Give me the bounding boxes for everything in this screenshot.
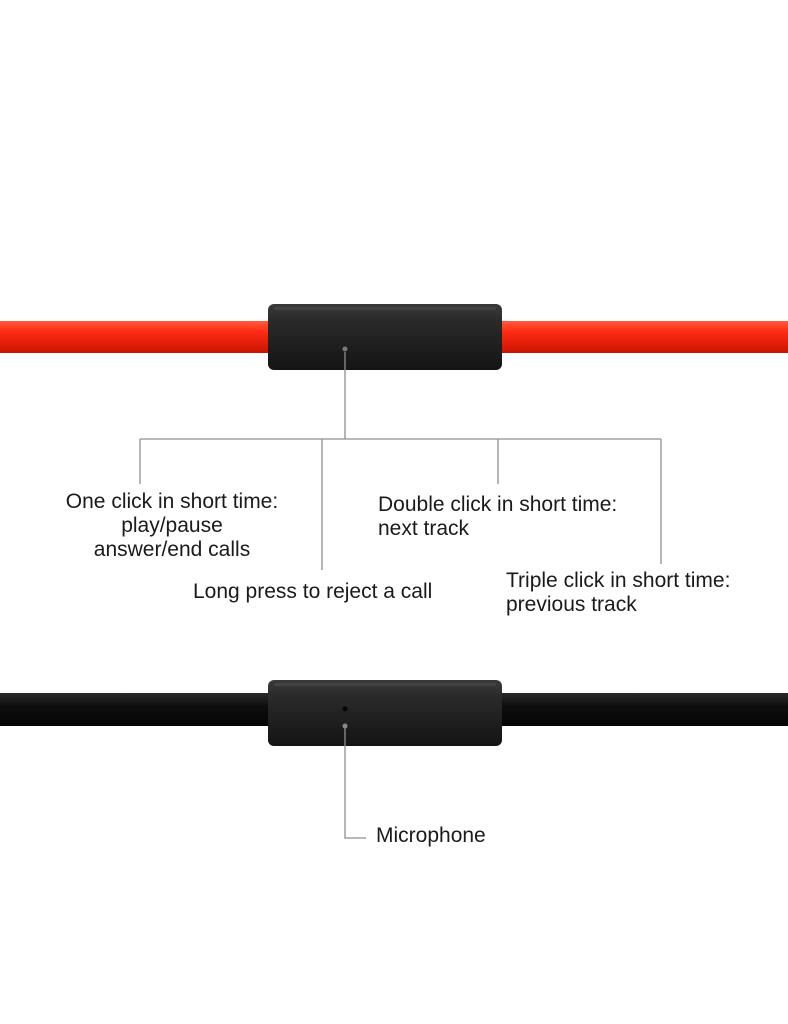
double-click-callout: Double click in short time: next track [378, 493, 617, 541]
triple-click-line2: previous track [506, 593, 637, 616]
microphone-label: Microphone [376, 824, 486, 847]
microphone-hole [342, 706, 348, 712]
lower-remote-dot [342, 723, 348, 729]
lower-cable-assembly [0, 680, 788, 746]
triple-click-line1: Triple click in short time: [506, 569, 731, 592]
long-press-callout: Long press to reject a call [193, 580, 432, 604]
one-click-line2: play/pause [121, 514, 223, 537]
microphone-leader-line [344, 728, 366, 839]
upper-cable-assembly [0, 304, 788, 370]
long-press-line1: Long press to reject a call [193, 580, 433, 603]
double-click-line2: next track [378, 517, 470, 540]
triple-click-callout: Triple click in short time: previous tra… [506, 569, 730, 617]
upper-remote-dot [342, 346, 348, 352]
upper-remote-highlight [274, 307, 496, 310]
upper-remote-body [268, 304, 502, 370]
lower-remote-highlight [274, 683, 496, 686]
microphone-callout: Microphone [376, 824, 486, 848]
lower-remote-body [268, 680, 502, 746]
upper-leader-lines [139, 352, 662, 570]
one-click-callout: One click in short time: play/pause answ… [52, 490, 292, 562]
one-click-line1: One click in short time: [65, 490, 279, 513]
one-click-line3: answer/end calls [93, 538, 251, 561]
double-click-line1: Double click in short time: [378, 493, 618, 516]
